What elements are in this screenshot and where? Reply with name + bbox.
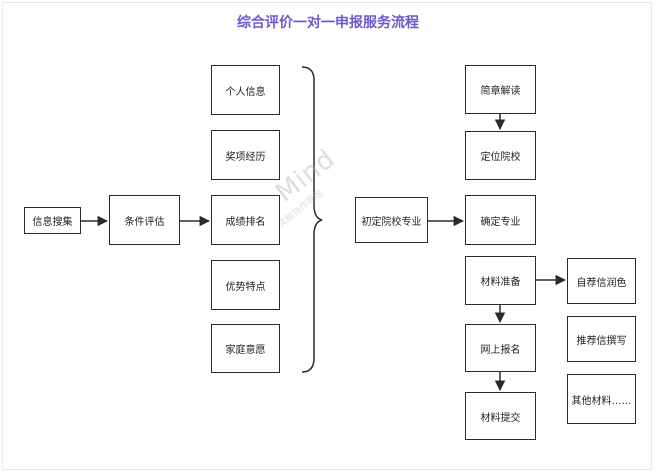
node-online-apply[interactable]: 网上报名	[465, 324, 536, 372]
node-material-submit[interactable]: 材料提交	[465, 392, 536, 440]
node-material-prep[interactable]: 材料准备	[465, 256, 536, 305]
node-rec-letter-write[interactable]: 推荐信撰写	[567, 316, 636, 362]
canvas-frame	[2, 2, 652, 470]
node-awards[interactable]: 奖项经历	[211, 130, 280, 180]
node-initial-school-major[interactable]: 初定院校专业	[355, 197, 428, 243]
node-info-collect[interactable]: 信息搜集	[24, 207, 81, 234]
diagram-title: 综合评价一对一申报服务流程	[237, 15, 419, 31]
node-family-wish[interactable]: 家庭意愿	[211, 324, 280, 373]
curly-brace	[301, 66, 323, 373]
node-grade-rank[interactable]: 成绩排名	[211, 195, 280, 245]
node-target-school[interactable]: 定位院校	[465, 131, 536, 180]
node-condition-eval[interactable]: 条件评估	[109, 195, 180, 245]
node-personal-info[interactable]: 个人信息	[211, 65, 280, 115]
node-other-materials[interactable]: 其他材料……	[567, 374, 636, 424]
node-confirm-major[interactable]: 确定专业	[465, 195, 536, 245]
node-strengths[interactable]: 优势特点	[211, 260, 280, 310]
node-brochure-read[interactable]: 简章解读	[465, 65, 536, 114]
node-self-rec-polish[interactable]: 自荐信润色	[567, 258, 636, 304]
